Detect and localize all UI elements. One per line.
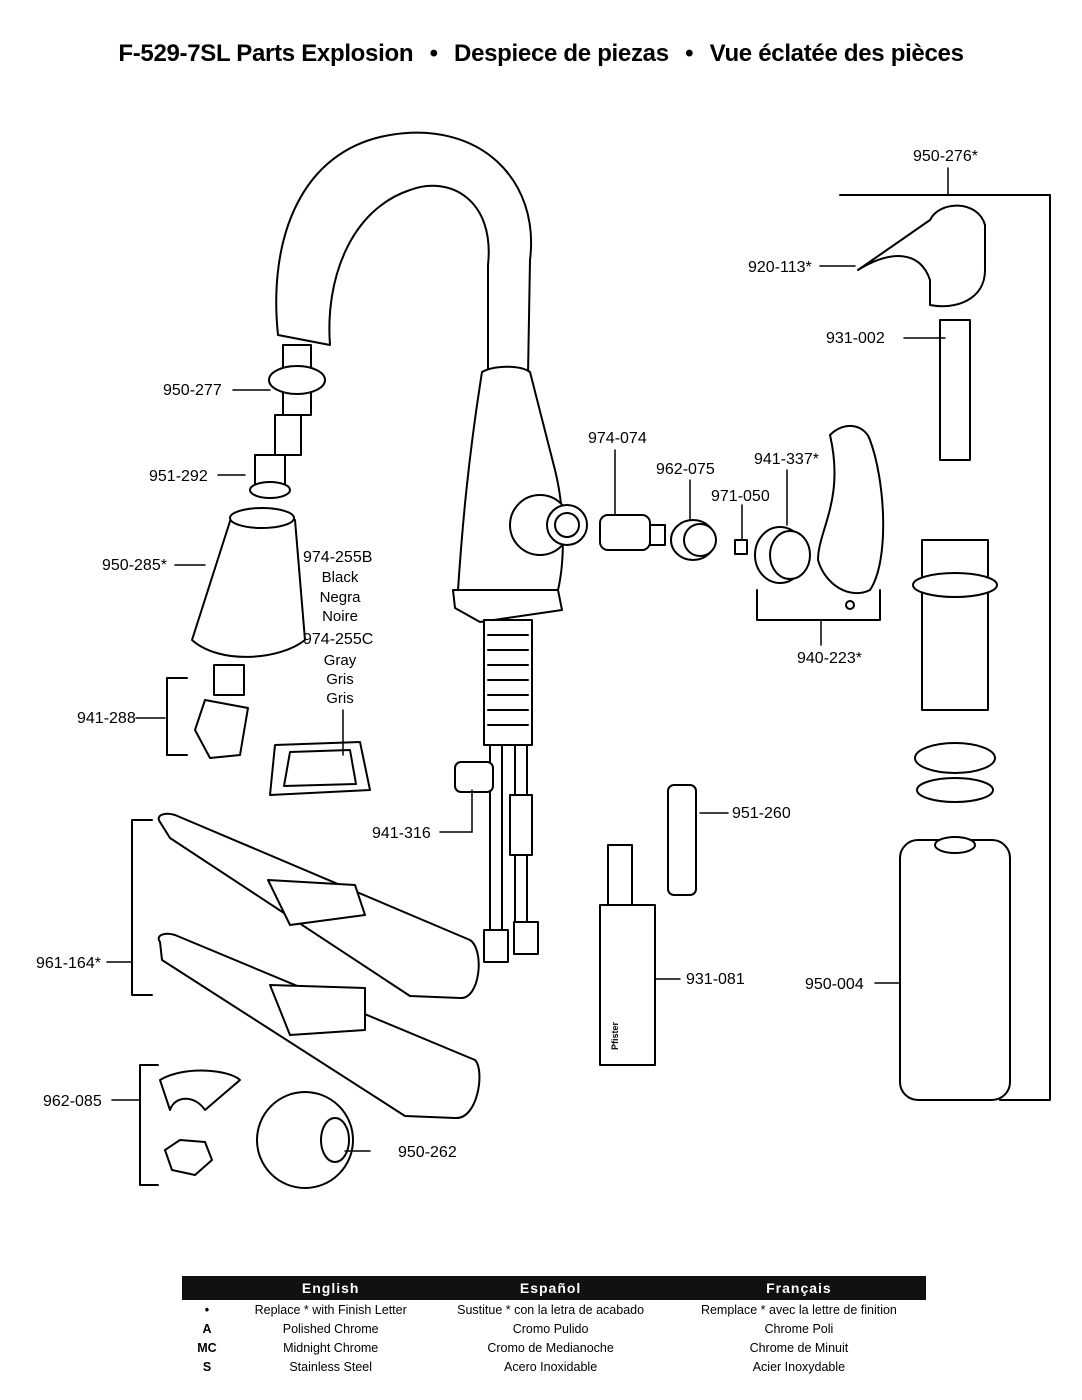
finish-label: Gris [326, 671, 354, 688]
part-label: 974-255C [303, 631, 374, 648]
part-label: 962-075 [656, 461, 715, 478]
faucet-shank [483, 619, 533, 746]
counterweight [256, 1091, 354, 1189]
set-screw [734, 539, 748, 555]
part-label: 950-277 [163, 382, 222, 399]
aerator [213, 664, 245, 696]
mounting-bracket [159, 1069, 241, 1111]
legend-code: MC [197, 1340, 217, 1355]
faucet-handle [817, 425, 885, 595]
legend-spanish: Sustitue * con la letra de acabado [457, 1302, 645, 1317]
legend-english: Midnight Chrome [283, 1340, 379, 1355]
soap-dispenser-head [857, 204, 986, 308]
cartridge [599, 514, 651, 551]
part-label: 940-223* [797, 650, 862, 667]
legend-french: Acier Inoxydable [752, 1359, 846, 1374]
check-valve [667, 784, 697, 896]
legend-row: A Polished Chrome Cromo Pulido Chrome Po… [182, 1319, 926, 1338]
finish-label: Gris [326, 690, 354, 707]
legend-header-spanish: Español [429, 1276, 672, 1300]
bracket-950-276 [839, 194, 1051, 1101]
title-english: F-529-7SL Parts Explosion [118, 40, 414, 67]
legend-row: MC Midnight Chrome Cromo de Medianoche C… [182, 1338, 926, 1357]
bracket-940-223 [756, 589, 881, 621]
finish-label: Black [321, 569, 359, 586]
legend-english: Polished Chrome [282, 1321, 379, 1336]
part-label: 931-081 [686, 971, 745, 988]
soap-bottle [899, 839, 1011, 1101]
mounting-nut [164, 1139, 213, 1176]
hose-guide [454, 761, 494, 793]
aerator-key [194, 699, 249, 759]
legend-spanish: Cromo de Medianoche [487, 1340, 614, 1355]
soap-pump-tube [607, 844, 633, 911]
soap-dispenser-body [921, 539, 989, 711]
faucet-base-plate [452, 589, 563, 623]
finish-label: Negra [319, 589, 361, 606]
finish-label: Gray [323, 652, 357, 669]
legend-spanish: Acero Inoxidable [504, 1359, 598, 1374]
bracket-961-164 [131, 819, 153, 996]
legend-french: Chrome Poli [764, 1321, 834, 1336]
finish-label: Noire [322, 608, 358, 625]
bracket-941-288 [166, 677, 188, 756]
spray-head [191, 508, 306, 658]
legend-code: A [202, 1321, 212, 1336]
legend-code: • [204, 1302, 210, 1317]
legend-row: • Replace * with Finish Letter Sustitue … [182, 1300, 926, 1319]
part-label: 951-292 [149, 468, 208, 485]
pfister-stamp: Pfister [610, 1021, 620, 1050]
title-separator: • [429, 40, 438, 67]
soap-dispenser-stem [939, 319, 971, 461]
legend-header-english: English [232, 1276, 430, 1300]
legend-french: Remplace * avec la lettre de finition [700, 1302, 897, 1317]
faucet-spout [275, 131, 533, 376]
legend-english: Replace * with Finish Letter [254, 1302, 407, 1317]
part-label: 962-085 [43, 1093, 102, 1110]
part-label: 920-113* [748, 259, 812, 276]
legend-header-french: Français [671, 1276, 926, 1300]
legend-header-blank [182, 1276, 232, 1300]
parts-explosion-diagram: Pfister [106, 131, 1051, 1189]
part-label: 950-276* [913, 148, 978, 165]
part-label: 951-260 [732, 805, 791, 822]
legend-english: Stainless Steel [289, 1359, 373, 1374]
part-label: 941-316 [372, 825, 431, 842]
leader-lines [106, 167, 949, 1152]
legend-french: Chrome de Minuit [749, 1340, 849, 1355]
legend-code: S [202, 1359, 212, 1374]
legend-row: S Stainless Steel Acero Inoxidable Acier… [182, 1357, 926, 1376]
part-label: 950-004 [805, 976, 864, 993]
title-french: Vue éclatée des pièces [709, 40, 964, 67]
part-label: 971-050 [711, 488, 770, 505]
bracket-962-085 [139, 1064, 159, 1186]
title-separator: • [685, 40, 694, 67]
legend-spanish: Cromo Pulido [512, 1321, 589, 1336]
part-label: 950-285* [102, 557, 167, 574]
part-label: 961-164* [36, 955, 101, 972]
faucet-body [457, 365, 564, 591]
supply-hoses [489, 744, 528, 931]
part-label: 941-288 [77, 710, 136, 727]
part-label: 931-002 [826, 330, 885, 347]
page-title: F-529-7SL Parts Explosion • Despiece de … [0, 40, 1082, 68]
part-label: 950-262 [398, 1144, 457, 1161]
part-label: 941-337* [754, 451, 819, 468]
part-label: 974-255B [303, 549, 373, 566]
title-spanish: Despiece de piezas [454, 40, 669, 67]
finish-legend-table: English Español Français • Replace * wit… [182, 1276, 926, 1376]
part-label: 974-074 [588, 430, 647, 447]
